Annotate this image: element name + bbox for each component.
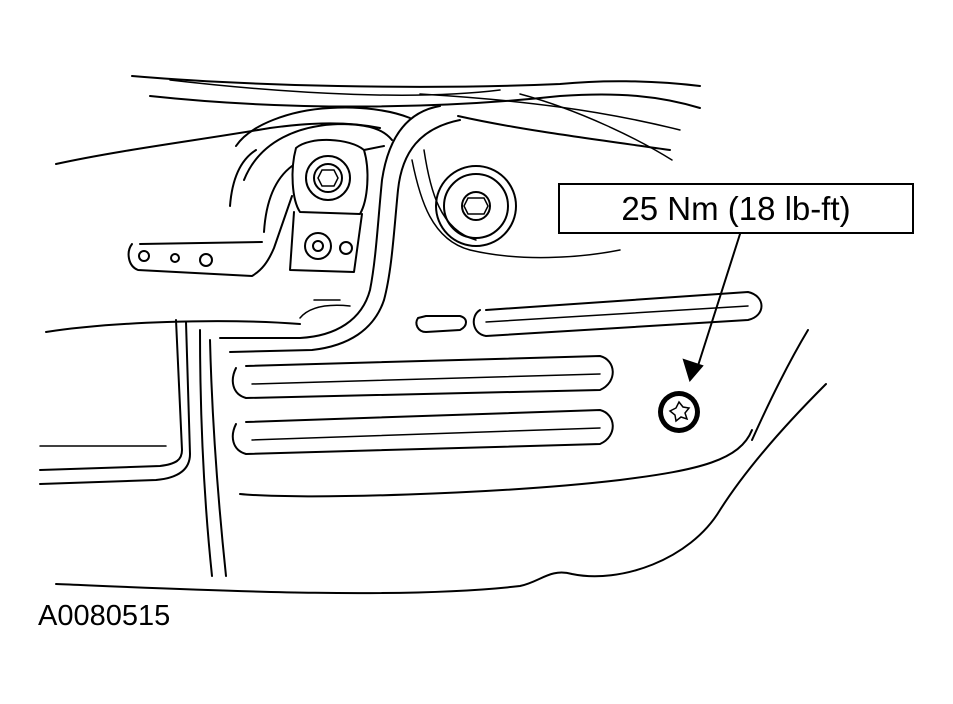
panel-slots [415, 291, 763, 337]
torque-leader-arrow [682, 233, 741, 383]
left-door-edge [39, 299, 351, 485]
torque-spec-label: 25 Nm (18 lb-ft) [621, 189, 851, 227]
torx-bolt-icon [658, 391, 700, 433]
hinge-bracket [127, 138, 385, 277]
large-torx-bolt-icon [435, 165, 517, 247]
body-pillar-outline [219, 105, 621, 353]
upper-body-contours [55, 75, 701, 165]
torque-spec-callout: 25 Nm (18 lb-ft) [558, 183, 914, 234]
figure-id-label: A0080515 [38, 600, 171, 632]
lower-panel [45, 320, 827, 595]
